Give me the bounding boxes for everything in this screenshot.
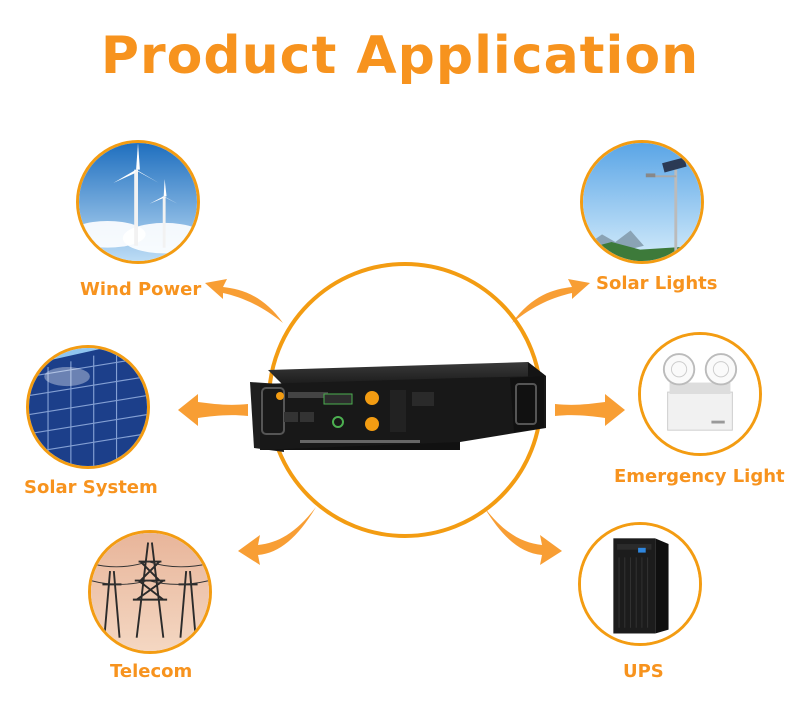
street-light-icon <box>583 143 701 261</box>
arrow-to-solar-system-icon <box>178 394 248 426</box>
arrow-to-solar-lights-icon <box>512 279 590 323</box>
arrow-to-emergency-light-icon <box>555 394 625 426</box>
emergency-light-icon <box>641 335 759 453</box>
app-label-solar-system: Solar System <box>24 477 158 498</box>
app-label-emergency-light: Emergency Light <box>614 466 785 487</box>
power-tower-icon <box>91 533 209 651</box>
wind-turbine-icon <box>79 143 197 261</box>
arrow-to-wind-power-icon <box>205 279 283 323</box>
app-label-wind-power: Wind Power <box>80 279 202 300</box>
app-label-telecom: Telecom <box>110 661 193 682</box>
wind-power-image <box>76 140 200 264</box>
emergency-light-image <box>638 332 762 456</box>
arrow-to-ups-icon <box>484 507 562 565</box>
telecom-image <box>88 530 212 654</box>
page-title: Product Application <box>100 26 700 86</box>
ups-image <box>578 522 702 646</box>
ups-cabinet-icon <box>581 525 699 643</box>
arrow-to-telecom-icon <box>238 507 316 565</box>
battery-module-image <box>250 362 546 452</box>
app-label-solar-lights: Solar Lights <box>596 273 718 294</box>
solar-panel-icon <box>29 348 147 466</box>
app-label-ups: UPS <box>623 661 664 682</box>
solar-system-image <box>26 345 150 469</box>
solar-lights-image <box>580 140 704 264</box>
